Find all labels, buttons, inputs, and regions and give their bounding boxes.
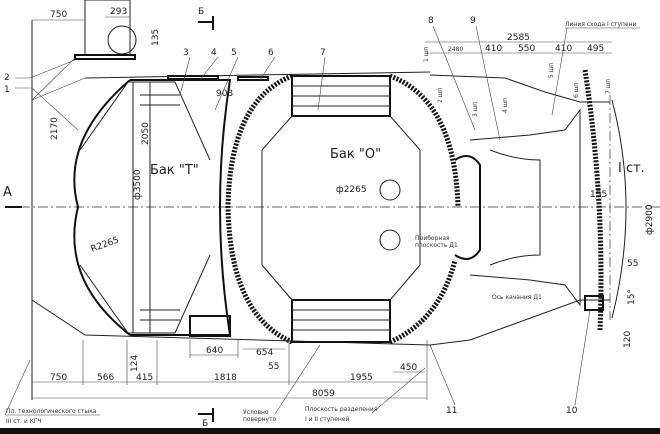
dim-654: 654: [256, 348, 273, 358]
dim-750-bottom: 750: [50, 373, 67, 383]
frame-5: 5 шп: [548, 63, 555, 78]
callout-10: 10: [566, 406, 578, 416]
dim-55-right: 55: [627, 259, 638, 269]
instrument-plane-label-1: Приборная: [415, 235, 450, 242]
section-b-top-arrow: [198, 16, 214, 30]
stage-label: I ст.: [618, 161, 645, 176]
dim-2585: 2585: [507, 33, 530, 43]
dim-495: 495: [587, 44, 604, 54]
oxidizer-tank-label: Бак "О": [330, 147, 381, 162]
separation-plane-label-1: Плоскость разделения: [305, 406, 378, 413]
callout-1: 1: [4, 85, 10, 95]
frame-6: 6 шп: [573, 83, 580, 98]
dim-450: 450: [400, 363, 417, 373]
swing-axis-label: Ось качания Д1: [492, 294, 542, 301]
dim-2050: 2050: [141, 122, 151, 145]
instrument-plane-label-2: плоскость Д1: [415, 242, 458, 249]
dim-dia2900: ф2900: [645, 204, 655, 235]
rotated-leader: [274, 344, 321, 415]
dim-dia3500: ф3500: [133, 169, 143, 200]
tech-joint-leader: [4, 359, 31, 416]
separation-line-label: Линия схода I ступени: [565, 21, 637, 28]
top-equipment: [74, 0, 269, 337]
callout-9: 9: [470, 16, 476, 26]
callout-5: 5: [231, 48, 237, 58]
callout-11: 11: [446, 406, 457, 416]
callout-2: 2: [4, 73, 10, 83]
rotated-label-1: Условно: [243, 409, 269, 416]
callout-7: 7: [320, 48, 326, 58]
dim-120: 120: [623, 331, 633, 348]
engines: [454, 69, 604, 331]
callout-4: 4: [211, 48, 217, 58]
dim-550: 550: [518, 44, 535, 54]
dim-750-top: 750: [50, 10, 67, 20]
rotated-label-2: повернуто: [243, 416, 277, 423]
dim-1818: 1818: [214, 373, 237, 383]
frame-labels: 1 шп 2 шп 3 шп 4 шп 5 шп 6 шп 7 шп: [423, 47, 612, 117]
tech-joint-label-2: III ст. и КГЧ: [6, 418, 42, 425]
separation-plane-label-2: I и II ступеней: [305, 416, 350, 423]
dim-410-b: 410: [555, 44, 572, 54]
dim-1955: 1955: [350, 373, 373, 383]
dim-903: 903: [216, 89, 233, 99]
fuel-tank: [73, 79, 232, 336]
bottom-border: [0, 428, 660, 434]
dim-410-a: 410: [485, 44, 502, 54]
separation-line-leader: [551, 27, 568, 116]
callouts: 1 2 3 4 5 6 7 8 9 10 11: [4, 16, 591, 416]
dim-293: 293: [110, 7, 127, 17]
dim-135: 135: [151, 29, 161, 46]
fuel-tank-label: Бак "Т": [150, 163, 199, 178]
frame-3: 3 шп: [472, 102, 479, 117]
frame-4: 4 шп: [502, 98, 509, 113]
dim-155: 155: [590, 190, 607, 200]
dim-2170: 2170: [50, 117, 60, 140]
frame-7: 7 шп: [605, 79, 612, 94]
dim-415: 415: [136, 373, 153, 383]
dim-8059: 8059: [312, 389, 335, 399]
dim-566: 566: [97, 373, 114, 383]
dim-640: 640: [206, 346, 223, 356]
dim-124: 124: [130, 355, 140, 372]
callout-8: 8: [428, 16, 434, 26]
bottom-dimensions: 750 566 415 1818 1955 8059 640 654 55 45…: [32, 340, 428, 400]
dim-55-bottom: 55: [268, 362, 279, 372]
dim-angle-15: 15°: [627, 289, 637, 305]
tech-joint-label-1: Пл. технологического стыка: [6, 408, 97, 415]
view-a-mark: А: [3, 185, 12, 200]
section-b-top: Б: [198, 7, 204, 17]
frame-2: 2 шп: [437, 88, 444, 103]
callout-3: 3: [183, 48, 189, 58]
callout-6: 6: [268, 48, 274, 58]
frame-1: 1 шп: [423, 47, 430, 62]
oxidizer-tank: [225, 73, 461, 345]
section-b-bottom: Б: [202, 419, 208, 429]
dim-2480: 2480: [448, 46, 463, 53]
section-b-bottom-arrow: [198, 408, 214, 422]
separation-plane-leader: [371, 367, 426, 414]
dim-r2265: R2265: [90, 235, 121, 254]
dim-dia2265: ф2265: [336, 185, 367, 195]
